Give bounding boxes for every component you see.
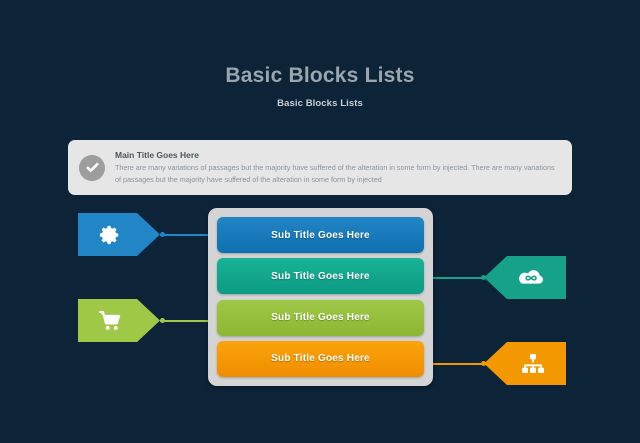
badge-gear[interactable]	[78, 213, 160, 256]
connector-dot	[481, 361, 486, 367]
block-bar-teal[interactable]: Sub Title Goes Here	[217, 258, 424, 295]
block-bar-blue[interactable]: Sub Title Goes Here	[217, 217, 424, 253]
connector-gear	[160, 232, 212, 238]
block-bar-label: Sub Title Goes Here	[271, 229, 370, 241]
banner-title: Main Title Goes Here	[115, 150, 199, 161]
page-title: Basic Blocks Lists	[225, 64, 415, 87]
badge-cloud[interactable]	[484, 256, 566, 299]
connector-dot	[160, 318, 165, 324]
block-bar-label: Sub Title Goes Here	[271, 270, 370, 282]
cloud-infinity-icon	[519, 269, 544, 284]
info-banner: Main Title Goes Here There are many vari…	[68, 140, 572, 195]
block-bar-label: Sub Title Goes Here	[271, 312, 370, 324]
gear-icon	[99, 225, 119, 244]
connector-dot	[481, 275, 486, 281]
block-bar-label: Sub Title Goes Here	[271, 353, 370, 365]
connector-cart	[160, 318, 212, 324]
check-circle-icon	[79, 154, 105, 181]
connector-sitemap	[428, 361, 486, 367]
sitemap-icon	[522, 353, 544, 373]
badge-sitemap[interactable]	[484, 342, 566, 385]
badge-shopping-cart[interactable]	[78, 299, 160, 342]
banner-body: There are many variations of passages bu…	[115, 163, 555, 184]
block-bar-orange[interactable]: Sub Title Goes Here	[217, 340, 424, 377]
connector-cloud	[428, 275, 486, 281]
blocks-panel: Sub Title Goes Here Sub Title Goes Here …	[208, 208, 433, 386]
banner-text-group: Main Title Goes Here There are many vari…	[115, 150, 560, 184]
page-subtitle: Basic Blocks Lists	[277, 98, 363, 109]
shopping-cart-icon	[99, 310, 121, 330]
connector-dot	[160, 232, 165, 238]
block-bar-green[interactable]: Sub Title Goes Here	[217, 299, 424, 336]
